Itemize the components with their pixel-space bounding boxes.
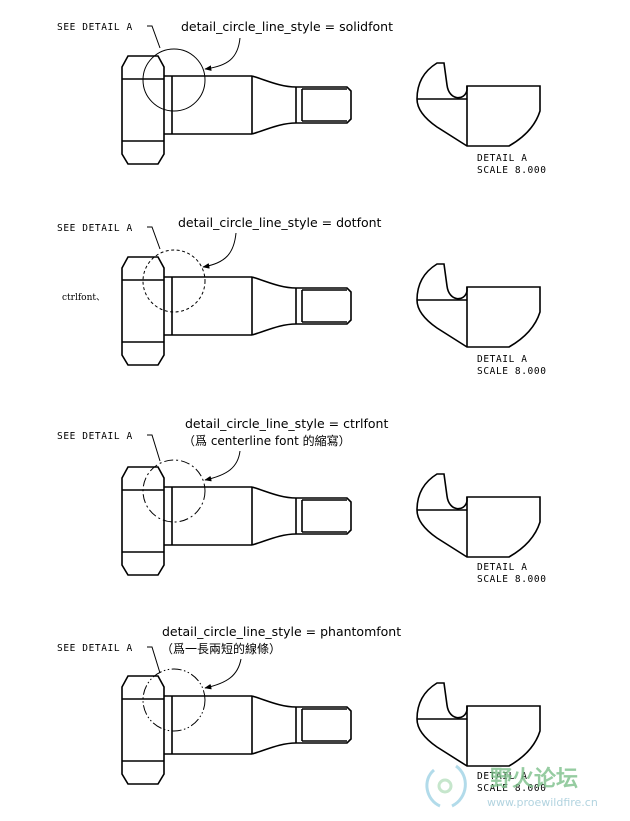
callout-arrow [204,37,241,71]
see-detail-label: SEE DETAIL A [57,431,133,442]
detail-view [416,263,541,348]
detail-view [416,473,541,558]
see-detail-label: SEE DETAIL A [57,643,133,654]
caption-note: （爲一長兩短的線條） [161,641,281,656]
caption-note: （爲 centerline font 的縮寫） [183,433,351,448]
detail-circle [142,668,206,732]
watermark-url: www.proewildfire.cn [487,796,598,809]
detail-title: DETAIL A [477,354,528,365]
watermark-title: 野火论坛 [490,766,578,792]
detail-title: DETAIL A [477,153,528,164]
detail-circle [142,48,206,112]
detail-circle [142,459,206,523]
detail-title: DETAIL A [477,562,528,573]
bolt-view [121,675,352,785]
leader-line [147,434,161,462]
side-note: ctrlfont、 [62,293,105,303]
detail-title: DETAIL A [477,771,528,782]
detail-view [416,62,541,147]
panel-solid: SEE DETAIL A detail_circle_line_style = … [57,19,547,176]
leader-line [147,226,161,250]
panel-phantom: SEE DETAIL A detail_circle_line_style = … [57,624,547,794]
caption-text: detail_circle_line_style = ctrlfont [185,416,388,431]
detail-scale: SCALE 8.000 [477,165,547,176]
detail-scale: SCALE 8.000 [477,783,547,794]
callout-arrow [202,232,237,269]
detail-scale: SCALE 8.000 [477,366,547,377]
see-detail-label: SEE DETAIL A [57,22,133,33]
bolt-view [121,55,352,165]
callout-arrow [204,450,241,482]
watermark-logo-icon [425,764,467,808]
panel-dot: SEE DETAIL A detail_circle_line_style = … [57,215,547,377]
callout-arrow [204,658,242,690]
detail-view [416,682,541,767]
bolt-view [121,256,352,366]
detail-scale: SCALE 8.000 [477,574,547,585]
caption-text: detail_circle_line_style = dotfont [178,215,382,230]
bolt-view [121,466,352,576]
detail-circle [142,249,206,313]
leader-line [147,25,161,49]
caption-text: detail_circle_line_style = phantomfont [162,624,401,639]
leader-line [147,646,161,674]
watermark: 野火论坛 www.proewildfire.cn [425,764,598,809]
see-detail-label: SEE DETAIL A [57,223,133,234]
panel-ctrl: SEE DETAIL A detail_circle_line_style = … [57,416,547,585]
caption-text: detail_circle_line_style = solidfont [181,19,393,34]
